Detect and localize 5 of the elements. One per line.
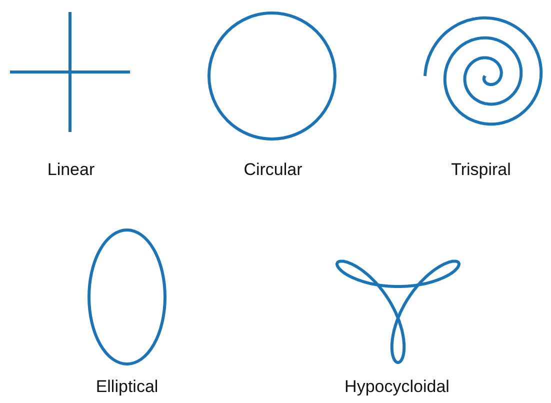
pattern-caption: Circular [244, 160, 302, 180]
pattern-caption: Elliptical [96, 377, 158, 397]
pattern-caption: Linear [47, 160, 95, 180]
pattern-caption: Trispiral [451, 160, 511, 180]
pattern-caption: Hypocycloidal [344, 377, 450, 397]
